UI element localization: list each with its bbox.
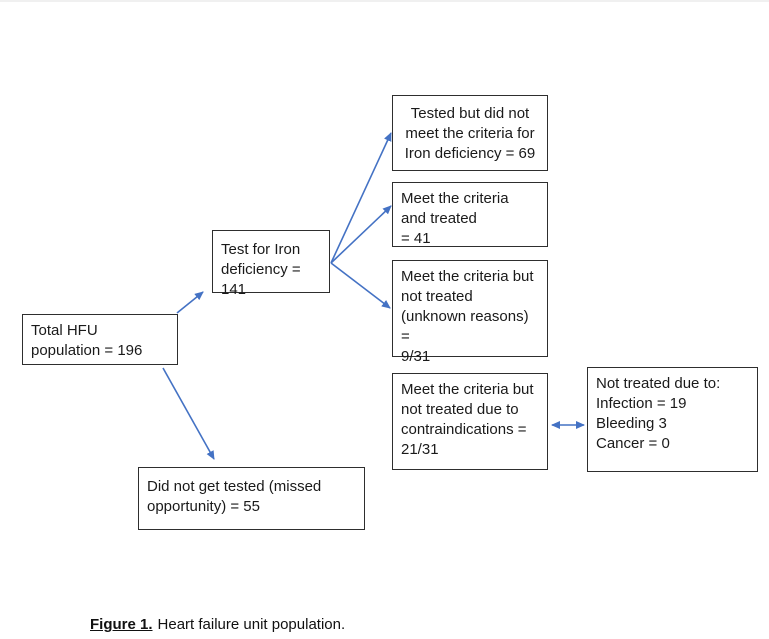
node-not-treated-contraindications-label: Meet the criteria but not treated due to… <box>401 381 534 458</box>
figure-caption: Figure 1.Heart failure unit population. <box>90 616 345 633</box>
node-not-treated-unknown-reasons: Meet the criteria but not treated (unkno… <box>392 260 548 365</box>
node-not-treated-contraindications: Meet the criteria but not treated due to… <box>392 373 548 470</box>
node-total-hfu-population-label: Total HFU population = 196 <box>31 322 143 359</box>
node-not-treated-unknown-reasons-label: Meet the criteria but not treated (unkno… <box>401 268 534 365</box>
arrow-tested-to-met-and-treated <box>330 205 392 264</box>
node-contraindication-reasons-label: Not treated due to: Infection = 19 Bleed… <box>596 375 721 452</box>
node-test-for-iron-deficiency: Test for Iron deficiency = 141 <box>212 230 330 298</box>
arrow-tested-to-not-treated-unknown <box>330 262 391 309</box>
arrow-tested-to-not-meet-criteria <box>330 132 392 264</box>
node-did-not-get-tested: Did not get tested (missed opportunity) … <box>138 467 365 530</box>
node-met-criteria-and-treated: Meet the criteria and treated = 41 <box>392 182 548 247</box>
node-met-criteria-and-treated-label: Meet the criteria and treated = 41 <box>401 190 509 247</box>
figure-caption-text: Heart failure unit population. <box>157 616 346 633</box>
arrow-total-to-tested <box>176 291 204 314</box>
figure-caption-number: Figure 1. <box>90 616 153 633</box>
node-did-not-get-tested-label: Did not get tested (missed opportunity) … <box>147 478 322 515</box>
node-did-not-meet-criteria-label: Tested but did not meet the criteria for… <box>404 105 536 162</box>
node-did-not-meet-criteria: Tested but did not meet the criteria for… <box>392 95 548 171</box>
node-test-for-iron-deficiency-label: Test for Iron deficiency = 141 <box>221 241 301 298</box>
arrow-total-to-not-tested <box>162 367 215 460</box>
node-total-hfu-population: Total HFU population = 196 <box>22 314 178 365</box>
node-contraindication-reasons: Not treated due to: Infection = 19 Bleed… <box>587 367 758 472</box>
